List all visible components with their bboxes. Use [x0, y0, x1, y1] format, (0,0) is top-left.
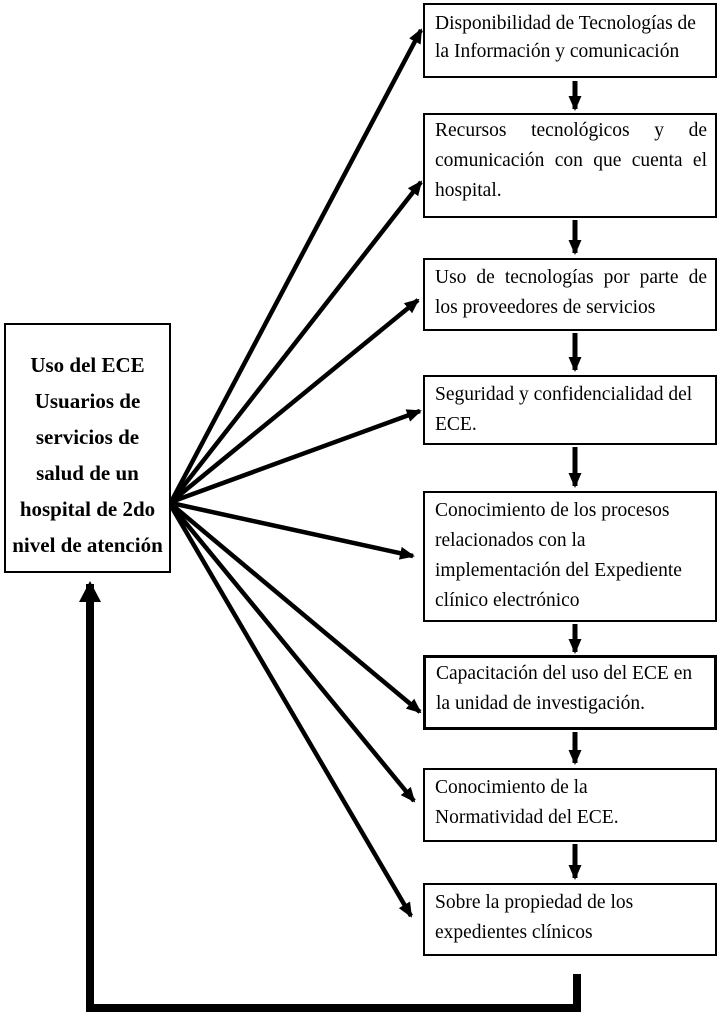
box-disponibilidad-tic: Disponibilidad de Tecnologías de la Info…	[423, 3, 717, 78]
source-box-line: hospital de 2do	[19, 497, 156, 521]
source-box-line: salud de un	[36, 461, 139, 485]
source-box-line: servicios de	[35, 425, 140, 449]
box-text-line: la unidad de investigación.	[436, 693, 646, 714]
box-text-line: relacionados con la	[435, 530, 586, 551]
box-text-line: implementación del Expediente	[435, 560, 682, 581]
box-recursos-tecnologicos: Recursos tecnológicos y de comunicación …	[423, 113, 717, 218]
arrow-source-to-box-3	[169, 298, 420, 504]
source-box: Uso del ECE Usuarios de servicios de sal…	[4, 323, 171, 573]
box-text-line: expedientes clínicos	[435, 922, 593, 943]
box-text-line: Capacitación del uso del ECE en	[436, 663, 693, 684]
arrow-source-to-box-2	[169, 180, 423, 504]
arrow-source-to-box-7	[169, 503, 416, 803]
box-uso-tecnologias-proveedores: Uso de tecnologías por parte de los prov…	[423, 258, 717, 331]
box-text: Recursos tecnológicos y de comunicación …	[435, 120, 707, 201]
feedback-loop-arrow	[79, 581, 581, 1012]
source-box-line: Uso del ECE	[30, 353, 145, 377]
box-capacitacion-uso-ece: Capacitación del uso del ECE en la unida…	[423, 655, 717, 730]
arrow-source-to-box-6	[169, 502, 422, 714]
box-text-line: Sobre la propiedad de los	[435, 892, 634, 913]
box-text-line: clínico electrónico	[435, 590, 580, 611]
box-conocimiento-normatividad: Conocimiento de la Normatividad del ECE.	[423, 768, 717, 842]
box-text-line: Normatividad del ECE.	[435, 807, 619, 828]
box-text-line: Seguridad y confidencialidad del	[435, 384, 693, 405]
box-conocimiento-procesos: Conocimiento de los procesos relacionado…	[423, 491, 717, 622]
arrow-source-to-box-1	[169, 28, 423, 504]
box-text-line: la Información y comunicación	[435, 41, 680, 62]
box-text-line: Conocimiento de la	[435, 777, 588, 798]
box-text-line: Conocimiento de los procesos	[435, 500, 670, 521]
arrow-source-to-box-4	[170, 408, 422, 505]
source-box-line: Usuarios de	[34, 389, 141, 413]
arrow-source-to-box-5	[170, 500, 415, 560]
box-text-line: ECE.	[435, 414, 477, 435]
box-text-line: Disponibilidad de Tecnologías de	[435, 13, 696, 34]
arrow-source-to-box-8	[169, 504, 413, 918]
box-text: Uso de tecnologías por parte de los prov…	[435, 267, 707, 318]
box-seguridad-confidencialidad: Seguridad y confidencialidad del ECE.	[423, 375, 717, 445]
box-propiedad-expedientes: Sobre la propiedad de los expedientes cl…	[423, 883, 717, 956]
source-box-line: nivel de atención	[12, 533, 163, 557]
